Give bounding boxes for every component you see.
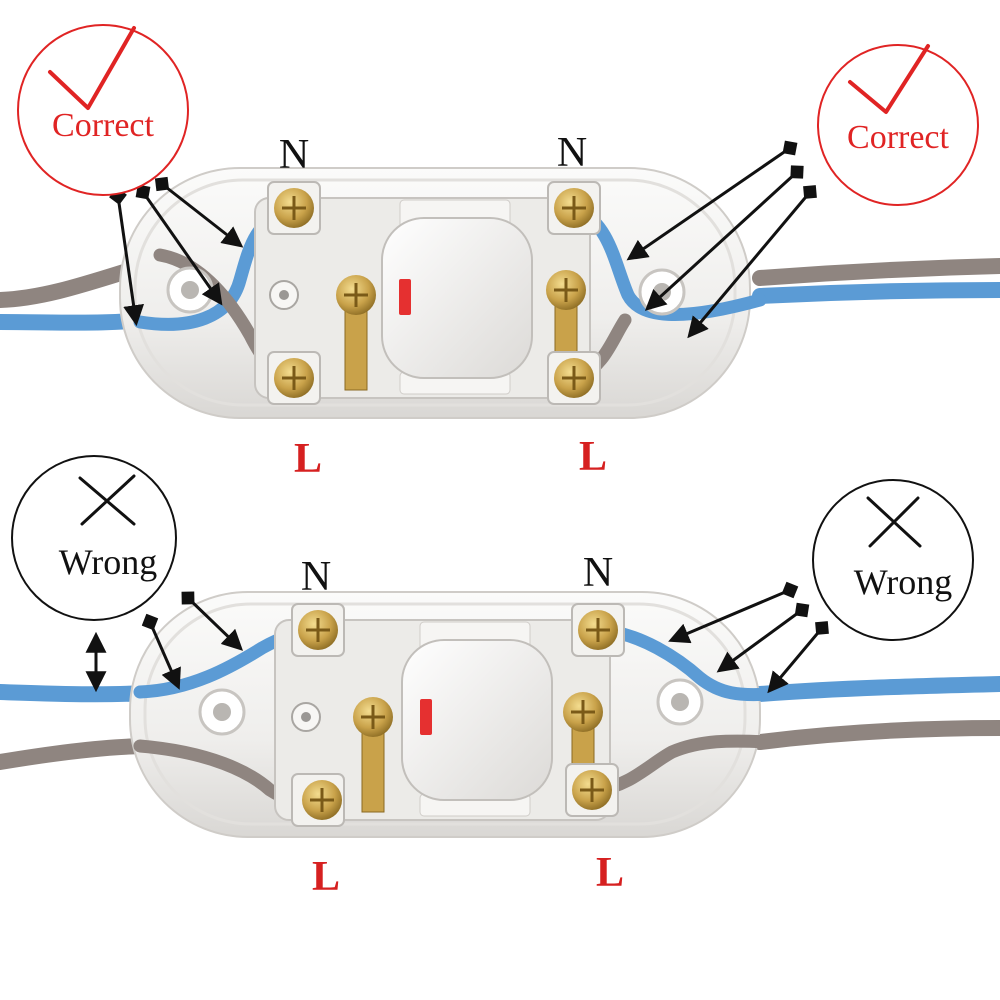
bottom-right-neutral-wire-inner: [591, 623, 777, 702]
bottom-right-neutral-cable: [752, 676, 1000, 702]
bottom-neutral-label-right: N: [583, 550, 613, 596]
top-terminal-center-right: [546, 270, 586, 310]
bottom-right-live-wire-inner: [591, 734, 777, 797]
bottom-switch-panel: Wrong Wrong N N L L: [0, 455, 1000, 900]
top-terminal-n-right: [547, 181, 601, 235]
top-left-arrow-1: [109, 187, 145, 327]
check-mark-icon: [848, 44, 930, 114]
cross-mark-icon: [78, 474, 136, 526]
top-live-label-right: L: [579, 434, 607, 480]
bottom-rocker-knob: [401, 639, 553, 801]
top-right-neutral-cable: [752, 282, 1000, 304]
top-left-correct-badge: Correct: [17, 24, 189, 196]
top-terminal-center-left: [336, 275, 376, 315]
check-mark-icon: [48, 26, 136, 110]
top-right-correct-badge: Correct: [817, 44, 979, 206]
bottom-left-arrow-3: [181, 591, 244, 651]
top-terminal-l-right: [547, 351, 601, 405]
bottom-right-arrow-2: [716, 602, 810, 673]
top-terminal-l-left: [267, 351, 321, 405]
bottom-right-live-cable: [752, 720, 1000, 750]
bottom-terminal-center-left: [353, 697, 393, 737]
bottom-left-badge-text: Wrong: [59, 542, 158, 582]
top-rocker-knob: [381, 217, 533, 379]
bottom-live-label-left: L: [312, 854, 340, 900]
bottom-terminal-l-left: [291, 773, 345, 827]
top-terminal-n-left: [267, 181, 321, 235]
top-left-arrow-3: [154, 176, 244, 248]
bottom-left-wrong-badge: Wrong: [11, 455, 177, 621]
top-right-arrow-3: [687, 185, 817, 339]
top-neutral-label-right: N: [557, 130, 587, 176]
bottom-rocker-indicator: [420, 699, 432, 735]
top-left-badge-text: Correct: [52, 107, 155, 144]
bottom-terminal-center-right: [563, 692, 603, 732]
bottom-right-arrow-3: [767, 621, 829, 694]
bottom-right-badge-text: Wrong: [854, 562, 953, 602]
bottom-terminal-l-right: [565, 763, 619, 817]
top-right-badge-text: Correct: [847, 119, 950, 156]
bottom-right-wrong-badge: Wrong: [812, 479, 974, 641]
bottom-neutral-label-left: N: [301, 554, 331, 600]
bottom-left-live-cable: [0, 738, 158, 770]
top-switch-panel: Correct Correct N N L L: [0, 24, 1000, 482]
top-right-live-cable: [752, 258, 1000, 286]
bottom-terminal-n-left: [291, 603, 345, 657]
cross-mark-icon: [866, 496, 922, 548]
bottom-left-arrow-2: [141, 613, 181, 690]
top-live-label-left: L: [294, 436, 322, 482]
bottom-live-label-right: L: [596, 850, 624, 896]
top-neutral-label-left: N: [279, 132, 309, 178]
top-rocker-indicator: [399, 279, 411, 315]
bottom-terminal-n-right: [571, 603, 625, 657]
